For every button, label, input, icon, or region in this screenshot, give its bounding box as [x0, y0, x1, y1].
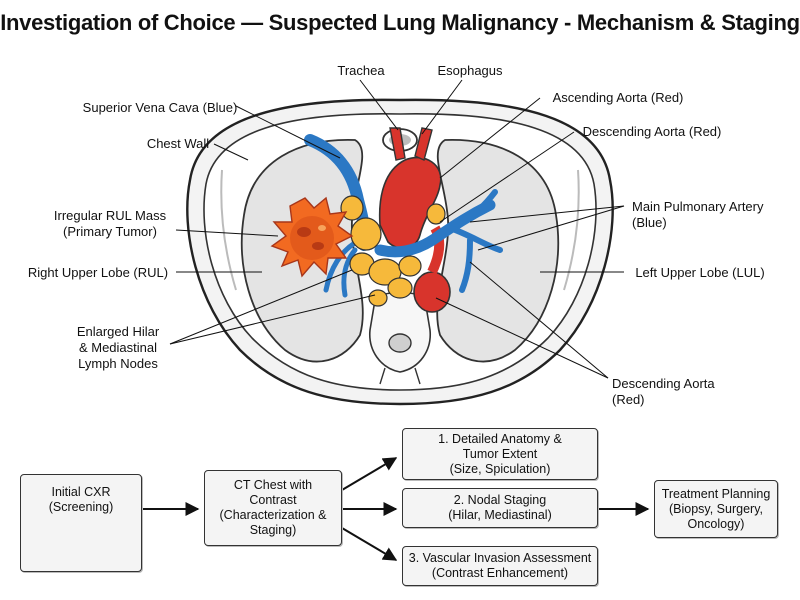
step3-line2: (Contrast Enhancement)	[431, 566, 569, 580]
label-main-pulmonary-artery-line1: Main Pulmonary Artery	[632, 199, 764, 214]
initial-cxr-line2: (Screening)	[48, 500, 114, 514]
ct-chest-line1: CT Chest with	[233, 478, 313, 492]
step1-line3: (Size, Spiculation)	[449, 461, 551, 476]
descending-aorta	[413, 271, 451, 313]
label-descending-aorta-bottom-line2: (Red)	[612, 392, 645, 407]
step2-line1: 2. Nodal Staging	[453, 493, 547, 507]
box-initial-cxr: Initial CXR (Screening)	[20, 474, 142, 572]
box-ct-chest: CT Chest with Contrast (Characterization…	[204, 470, 342, 546]
label-esophagus: Esophagus	[437, 63, 503, 78]
pulmonary-branch	[447, 189, 503, 293]
label-main-pulmonary-artery-line2: (Blue)	[632, 215, 667, 230]
label-descending-aorta-top: Descending Aorta (Red)	[583, 124, 722, 139]
leader-lines	[169, 79, 625, 379]
step1-line1: 1. Detailed Anatomy &	[438, 431, 562, 446]
aortic-branch	[389, 127, 433, 161]
label-rul-mass-line1: Irregular RUL Mass	[54, 208, 167, 223]
ct-chest-line2: Contrast	[249, 493, 297, 507]
label-right-upper-lobe: Right Upper Lobe (RUL)	[28, 265, 168, 280]
step1-line2: Tumor Extent	[462, 446, 538, 461]
box-step2-nodal-staging: 2. Nodal Staging (Hilar, Mediastinal)	[402, 488, 598, 528]
label-left-upper-lobe: Left Upper Lobe (LUL)	[635, 265, 764, 280]
box-step3-vascular-invasion: 3. Vascular Invasion Assessment (Contras…	[402, 546, 598, 586]
label-lymph-nodes-line3: Lymph Nodes	[78, 356, 158, 371]
page-title: Investigation of Choice — Suspected Lung…	[0, 10, 800, 35]
box-treatment-planning: Treatment Planning (Biopsy, Surgery, Onc…	[654, 480, 778, 538]
treatment-line1: Treatment Planning	[661, 486, 771, 501]
spinal-canal	[388, 333, 412, 353]
label-superior-vena-cava: Superior Vena Cava (Blue)	[83, 100, 238, 115]
label-rul-mass-line2: (Primary Tumor)	[63, 224, 157, 239]
rul-tumor-mass	[270, 196, 354, 278]
label-lymph-nodes-line2: & Mediastinal	[79, 340, 157, 355]
label-ascending-aorta: Ascending Aorta (Red)	[553, 90, 684, 105]
rib	[563, 169, 580, 291]
flow-arrows	[142, 457, 650, 561]
box-step1-anatomy: 1. Detailed Anatomy & Tumor Extent (Size…	[402, 428, 598, 480]
rib	[220, 169, 237, 291]
treatment-line2: (Biopsy, Surgery,	[668, 501, 763, 516]
label-descending-aorta-bottom-line1: Descending Aorta	[612, 376, 715, 391]
treatment-line3: Oncology)	[687, 516, 745, 531]
step2-line2: (Hilar, Mediastinal)	[448, 508, 552, 522]
initial-cxr-line1: Initial CXR	[51, 485, 111, 499]
label-lymph-nodes-line1: Enlarged Hilar	[77, 324, 160, 339]
step3-line1: 3. Vascular Invasion Assessment	[408, 551, 592, 565]
label-chest-wall: Chest Wall	[147, 136, 209, 151]
label-trachea: Trachea	[337, 63, 385, 78]
vertebra-process	[379, 367, 421, 385]
lymph-nodes	[340, 195, 446, 307]
ct-chest-line3: (Characterization &	[219, 508, 327, 522]
ct-chest-line4: Staging)	[249, 523, 297, 537]
